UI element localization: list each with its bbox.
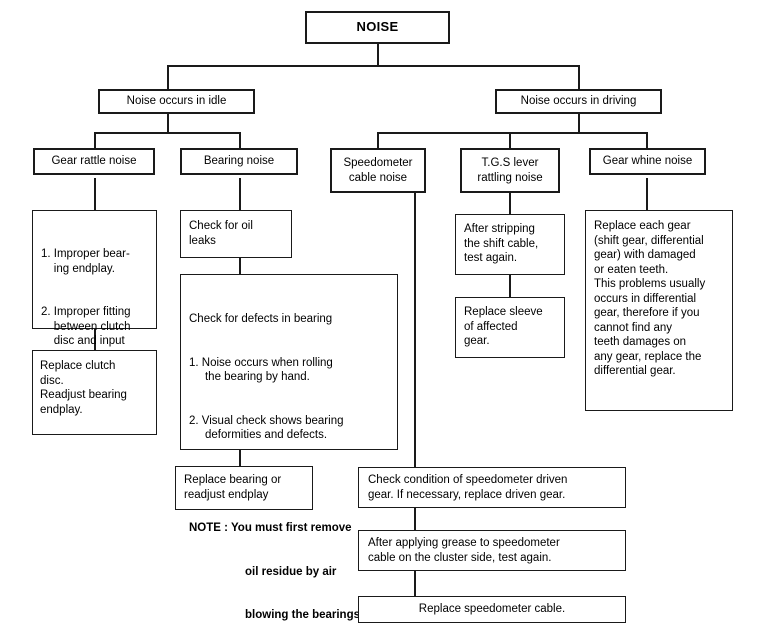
connector-to-bearing [239,132,241,148]
bearing-defects-item-2: 2. Visual check shows bearing deformitie… [189,414,344,442]
connector-to-idle [167,65,169,90]
node-tgs-step-1[interactable]: After stripping the shift cable, test ag… [455,214,565,275]
connector-oil-to-defects [239,258,241,274]
node-bearing-check-oil[interactable]: Check for oil leaks [180,210,292,258]
bearing-note-line-2: oil residue by air [245,565,337,578]
node-speedometer-cable-noise[interactable]: Speedometer cable noise [330,148,426,193]
gear-rattle-cause-1: 1. Improper bear- ing endplay. [41,248,130,275]
node-gear-whine-remedy[interactable]: Replace each gear (shift gear, different… [585,210,733,411]
connector-idle-split [94,132,240,134]
bearing-note-label: NOTE : [189,522,228,534]
connector-root-stem [377,44,379,66]
connector-tgs-step1-to-step2 [509,275,511,297]
node-bearing-remedy[interactable]: Replace bearing or readjust endplay [175,466,313,510]
node-speedometer-step-2[interactable]: After applying grease to speedometer cab… [358,530,626,571]
node-bearing-noise[interactable]: Bearing noise [180,148,298,175]
connector-driving-stem [578,113,580,133]
connector-to-gear-rattle [94,132,96,148]
node-tgs-step-2[interactable]: Replace sleeve of affected gear. [455,297,565,358]
node-tgs-lever-rattling-noise[interactable]: T.G.S lever rattling noise [460,148,560,193]
bearing-defects-header: Check for defects in bearing [189,313,333,325]
node-speedometer-step-1[interactable]: Check condition of speedometer driven ge… [358,467,626,508]
node-bearing-defects[interactable]: Check for defects in bearing 1. Noise oc… [180,274,398,621]
connector-defects-to-remedy [239,450,241,466]
node-gear-rattle-causes[interactable]: 1. Improper bear- ing endplay. 2. Improp… [32,210,157,362]
connector-to-tgs [509,132,511,148]
connector-gear-rattle-to-causes [94,178,96,210]
connector-to-gear-whine [646,132,648,148]
bearing-note: NOTE : You must first remove oil residue… [189,508,389,642]
connector-bearing-to-oil [239,178,241,210]
connector-tgs-to-step1 [509,192,511,214]
node-root-noise[interactable]: NOISE [305,11,450,44]
bearing-note-line-1: You must first remove [230,522,352,534]
bearing-note-label-line: NOTE : You must first remove [189,521,389,536]
connector-speed-step2-to-step3 [414,570,416,596]
connector-to-driving [578,65,580,90]
connector-root-split [167,65,579,67]
node-noise-idle[interactable]: Noise occurs in idle [98,89,255,114]
connector-driving-split [377,132,646,134]
node-speedometer-step-3[interactable]: Replace speedometer cable. [358,596,626,623]
node-gear-rattle-remedy[interactable]: Replace clutch disc. Readjust bearing en… [32,350,157,435]
bearing-note-line-3: blowing the bearings [245,609,361,621]
connector-idle-stem [167,113,169,133]
connector-speed-step1-to-step2 [414,508,416,530]
connector-causes-to-remedy [94,328,96,350]
connector-speedometer-to-step1 [414,192,416,467]
node-gear-rattle-noise[interactable]: Gear rattle noise [33,148,155,175]
connector-to-speedometer [377,132,379,148]
bearing-defects-item-1: 1. Noise occurs when rolling the bearing… [189,356,333,384]
node-noise-driving[interactable]: Noise occurs in driving [495,89,662,114]
node-gear-whine-noise[interactable]: Gear whine noise [589,148,706,175]
connector-gear-whine-to-remedy [646,178,648,210]
